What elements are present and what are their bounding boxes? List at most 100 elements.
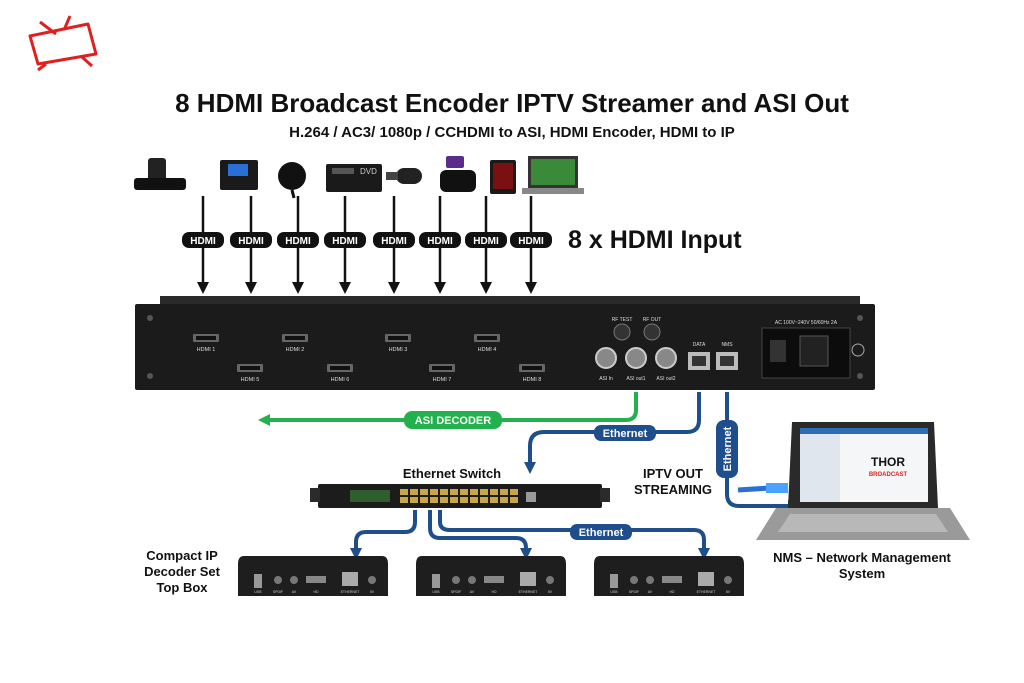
- stb-av-port: [468, 576, 476, 584]
- switch-port: [470, 497, 478, 503]
- ethernet-switch-device: [310, 484, 610, 508]
- switch-port: [440, 497, 448, 503]
- asi-decoder-label: ASI DECODER: [415, 415, 491, 427]
- tablet-icon: [490, 160, 516, 194]
- switch-port: [400, 489, 408, 495]
- hdmi-tag-badge: [510, 232, 552, 248]
- switch-port: [420, 497, 428, 503]
- stb-port-label: HD: [491, 590, 497, 594]
- nms-port-label: NMS: [721, 342, 733, 348]
- iptv-out-label: IPTV OUT STREAMING: [618, 466, 728, 498]
- bnc-connectors: [595, 323, 677, 369]
- asi-decoder-line: [268, 392, 638, 422]
- rf-out-label: RF OUT: [643, 317, 662, 323]
- hdmi-port-label: HDMI 3: [389, 347, 408, 353]
- hdmi-port-label: HDMI 5: [241, 377, 260, 383]
- hdmi-tag-label: HDMI: [332, 236, 358, 247]
- hdmi-port-slot: [432, 366, 452, 370]
- stb2-arrowhead: [520, 548, 532, 560]
- stb-port-label: ETHERNET: [697, 590, 717, 594]
- hdmi-port-slot: [330, 366, 350, 370]
- tv-logo-icon: [28, 15, 98, 72]
- page-subtitle: H.264 / AC3/ 1080p / CCHDMI to ASI, HDMI…: [289, 124, 735, 141]
- stb-ethernet-port: [342, 572, 358, 586]
- ethernet-to-stb1-line: [354, 510, 417, 552]
- iptv-out-line2: STREAMING: [634, 482, 712, 497]
- ethernet-label-top: Ethernet: [603, 428, 648, 440]
- stb-hdmi-port: [306, 576, 326, 583]
- stb-hdmi-port: [484, 576, 504, 583]
- switch-port: [460, 489, 468, 495]
- stb-hdmi-port: [662, 576, 682, 583]
- stb3-arrowhead: [698, 548, 710, 560]
- hdmi-tag-label: HDMI: [473, 236, 499, 247]
- nms-label: NMS – Network Management System: [752, 550, 972, 582]
- hdmi-tag-label: HDMI: [285, 236, 311, 247]
- hdmi-dongle-icon: [386, 168, 422, 184]
- stb-port-label: AV: [470, 590, 475, 594]
- ethernet-badge-top: [594, 425, 656, 441]
- switch-port: [410, 489, 418, 495]
- switch-port: [440, 489, 448, 495]
- hdmi-port-slot: [196, 336, 216, 340]
- hdmi-port-slot: [285, 336, 305, 340]
- ethernet-badge-bottom: [570, 524, 632, 540]
- hdmi-port-label: HDMI 8: [523, 377, 542, 383]
- stb-power-port: [368, 576, 376, 584]
- stb-spdif-port: [274, 576, 282, 584]
- switch-port: [450, 489, 458, 495]
- ethernet-to-switch-arrowhead: [524, 462, 536, 474]
- stb-port-label: AV: [648, 590, 653, 594]
- ethernet-label-vertical: Ethernet: [722, 426, 734, 471]
- hdmi-arrowhead: [339, 282, 351, 294]
- nms-line2: System: [838, 566, 886, 581]
- hdmi-tag-label: HDMI: [381, 236, 407, 247]
- stb-port-label: SPDIF: [629, 590, 639, 594]
- stb-port-label: 5V: [548, 590, 553, 594]
- rf-test-label: RF TEST: [612, 317, 633, 323]
- stb-port-label: SPDIF: [273, 590, 283, 594]
- page-title: 8 HDMI Broadcast Encoder IPTV Streamer a…: [175, 88, 849, 118]
- hdmi-port-slot: [240, 366, 260, 370]
- stb-port-label: SPDIF: [451, 590, 461, 594]
- hdmi-tag-badge: [182, 232, 224, 248]
- hdmi-tag-badge: [230, 232, 272, 248]
- stb-port-label: ETHERNET: [341, 590, 361, 594]
- decoder-line1: Compact IP: [146, 548, 218, 563]
- switch-port: [480, 497, 488, 503]
- ethernet-badge-vertical: [716, 420, 738, 478]
- switch-port: [460, 497, 468, 503]
- hdmi-arrowhead: [525, 282, 537, 294]
- switch-port: [490, 497, 498, 503]
- switch-port: [510, 489, 518, 495]
- hdmi-tag-badge: [277, 232, 319, 248]
- hdmi-tag-label: HDMI: [518, 236, 544, 247]
- switch-port: [470, 489, 478, 495]
- hdmi-tag-badge: [373, 232, 415, 248]
- streaming-stick-icon: [440, 156, 476, 192]
- hdmi-arrowhead: [197, 282, 209, 294]
- switch-uplink-port: [526, 492, 536, 502]
- switch-port: [480, 489, 488, 495]
- stb-port-label: USB: [432, 590, 440, 594]
- switch-port: [450, 497, 458, 503]
- nms-laptop-device: [756, 422, 970, 540]
- stb-port-label: USB: [610, 590, 618, 594]
- rj45-ports: [688, 352, 738, 370]
- stb-av-port: [646, 576, 654, 584]
- svg-text:DVD: DVD: [360, 167, 377, 176]
- stb-power-port: [546, 576, 554, 584]
- laptop-brand-line1: THOR: [871, 455, 905, 469]
- stb-spdif-port: [630, 576, 638, 584]
- decoder-line3: Top Box: [156, 580, 208, 595]
- ethernet-to-stb2-line: [428, 510, 528, 552]
- stb-usb-port: [432, 574, 440, 588]
- switch-ports: [400, 489, 536, 503]
- laptop-source-icon: [522, 156, 584, 194]
- switch-port: [500, 489, 508, 495]
- switch-port: [410, 497, 418, 503]
- stb-ethernet-port: [698, 572, 714, 586]
- data-port-label: DATA: [693, 342, 706, 348]
